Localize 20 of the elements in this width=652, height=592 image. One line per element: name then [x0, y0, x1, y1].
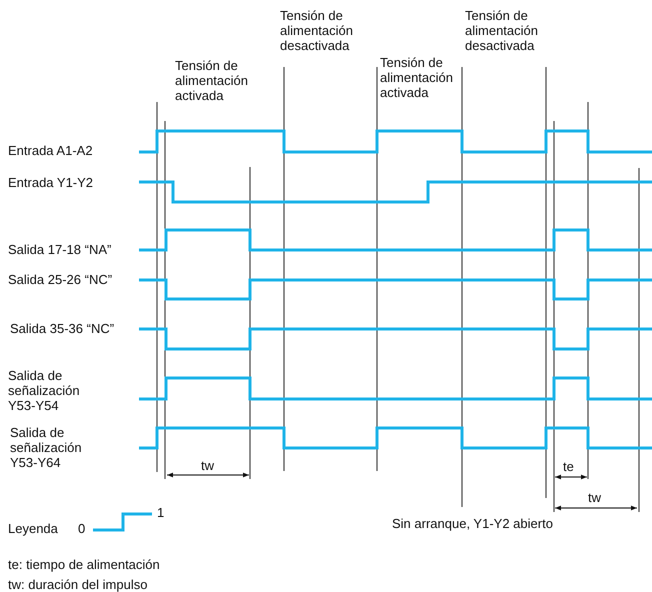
- level-label: 0: [78, 521, 86, 536]
- signal-label: Salida 35-36 “NC”: [10, 321, 114, 336]
- note: tw: duración del impulso: [8, 577, 148, 592]
- annotation-label: Tensión de alimentación activada: [175, 58, 249, 103]
- annotation-label: Tensión de alimentación activada: [380, 55, 454, 100]
- level-label: 1: [157, 505, 164, 520]
- note: te: tiempo de alimentación: [8, 557, 160, 572]
- signal-label: Entrada Y1-Y2: [8, 175, 94, 190]
- annotation-label: Tensión de alimentación desactivada: [465, 8, 539, 53]
- signal-label: Salida de señalización Y53-Y54: [8, 368, 81, 413]
- dimension-label: tw: [201, 458, 214, 473]
- dimension-label: te: [563, 459, 574, 474]
- signal-label: Entrada A1-A2: [8, 143, 93, 158]
- signal-label: Salida 17-18 “NA”: [8, 242, 112, 257]
- dimension-label: tw: [588, 490, 601, 505]
- signal-label: Salida de señalización Y53-Y64: [10, 425, 83, 470]
- annotation-label: Tensión de alimentación desactivada: [280, 8, 354, 53]
- note: Sin arranque, Y1-Y2 abierto: [392, 516, 553, 531]
- key-heading: Leyenda: [8, 521, 58, 536]
- signal-label: Salida 25-26 “NC”: [8, 272, 112, 287]
